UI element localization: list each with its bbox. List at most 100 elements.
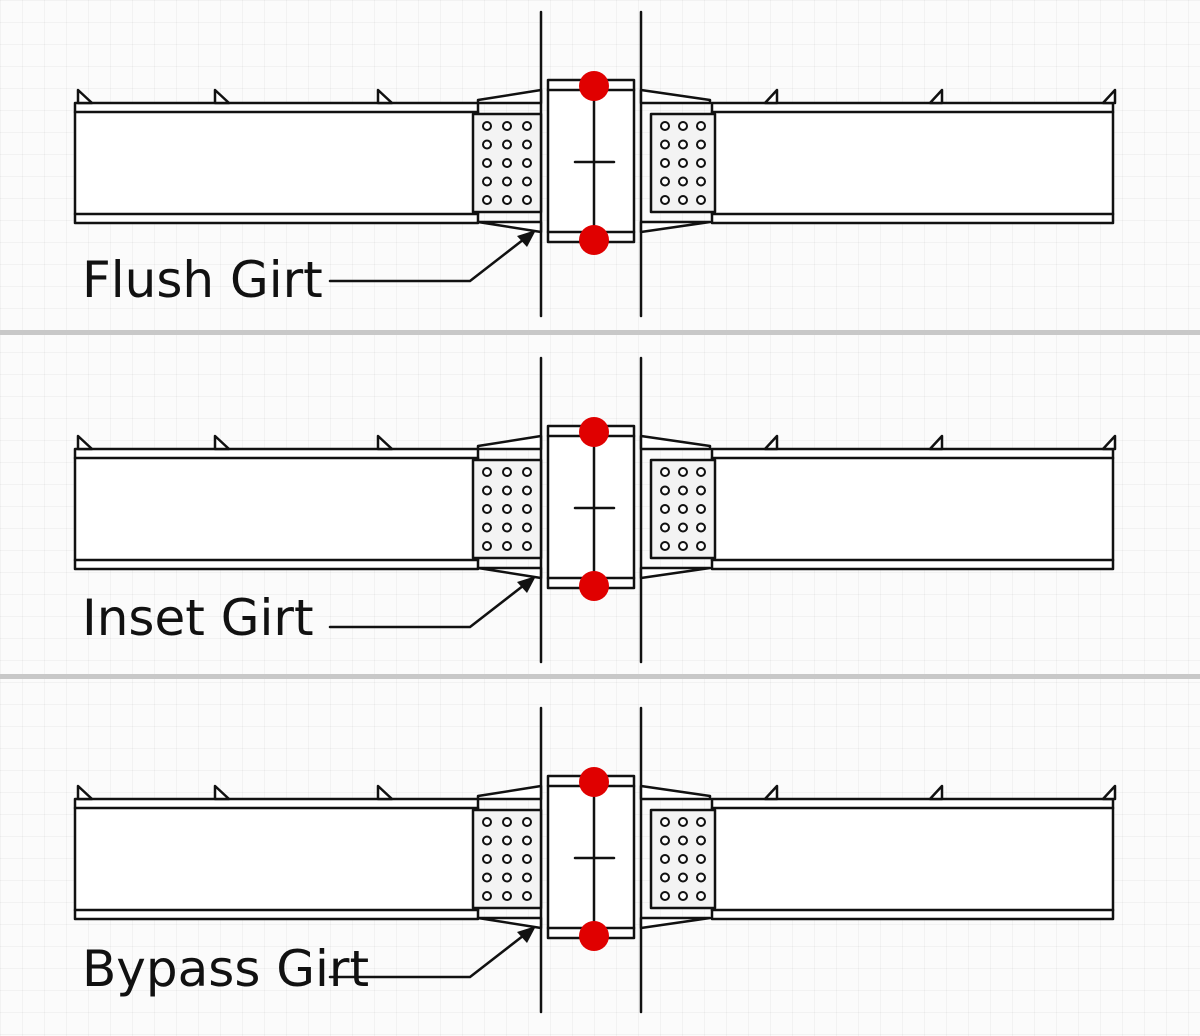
bolt-hole — [522, 485, 532, 496]
panel-divider — [0, 674, 1200, 679]
gusset-plate — [476, 784, 543, 801]
girt-right — [710, 101, 1115, 225]
purlin-clip — [76, 784, 94, 801]
panel-inset-girt: Inset Girt — [73, 356, 1117, 664]
bolt-hole — [660, 139, 670, 150]
girt-connection — [73, 706, 1117, 1014]
bolt-hole — [660, 854, 670, 864]
bolt-hole — [696, 522, 706, 533]
gusset-plate — [639, 220, 712, 234]
bolt-hole — [502, 195, 512, 205]
bolt-hole — [482, 121, 492, 131]
purlin-clip — [763, 784, 779, 801]
bolt-hole — [482, 817, 492, 827]
gusset-plate — [476, 916, 543, 930]
bolt-hole — [660, 541, 670, 551]
bolt-hole — [522, 522, 532, 533]
bolt-hole — [482, 854, 492, 864]
bolt-hole — [482, 891, 492, 901]
bolt-hole — [502, 872, 512, 883]
bolt-hole — [660, 176, 670, 187]
bolt-hole — [678, 522, 688, 533]
bolt-hole — [502, 139, 512, 150]
bolt-hole — [660, 504, 670, 514]
bolt-hole — [522, 158, 532, 168]
bolt-hole — [522, 139, 532, 150]
bolt-hole — [502, 485, 512, 496]
bolt-hole — [678, 176, 688, 187]
bolt-hole — [502, 467, 512, 477]
bolt-hole — [678, 485, 688, 496]
panel-bypass-girt: Bypass Girt — [73, 706, 1117, 1014]
girt-left — [73, 101, 480, 225]
gusset-plate — [639, 784, 712, 801]
red-marker — [579, 71, 609, 101]
girt-connection — [73, 356, 1117, 664]
bolt-hole — [522, 891, 532, 901]
bolt-hole — [482, 835, 492, 846]
bolt-hole — [678, 504, 688, 514]
bolt-hole — [660, 522, 670, 533]
leader-line — [328, 234, 530, 283]
bolt-hole — [502, 504, 512, 514]
bolt-hole — [660, 872, 670, 883]
bolt-hole — [696, 504, 706, 514]
bolt-hole — [522, 504, 532, 514]
red-marker — [579, 571, 609, 601]
bolt-hole — [696, 854, 706, 864]
purlin-clip — [1101, 88, 1117, 105]
gusset-plate — [639, 88, 712, 105]
panel-divider — [0, 330, 1200, 335]
bolt-hole — [482, 522, 492, 533]
bolt-hole — [696, 835, 706, 846]
bolt-hole — [660, 891, 670, 901]
bolt-hole — [678, 854, 688, 864]
gusset-plate — [476, 220, 543, 234]
gusset-plate — [476, 434, 543, 451]
bolt-hole — [482, 176, 492, 187]
bolt-hole — [482, 872, 492, 883]
bolt-hole — [502, 158, 512, 168]
gusset-plate — [476, 88, 543, 105]
bolt-hole — [678, 467, 688, 477]
bolt-hole — [482, 195, 492, 205]
bolt-hole — [502, 891, 512, 901]
bolt-hole — [696, 467, 706, 477]
purlin-clip — [376, 784, 394, 801]
purlin-clip — [763, 434, 779, 451]
bolt-hole — [678, 872, 688, 883]
purlin-clip — [763, 88, 779, 105]
bolt-hole — [660, 121, 670, 131]
panel-label: Inset Girt — [82, 589, 314, 647]
bolt-hole — [502, 176, 512, 187]
bolt-hole — [660, 485, 670, 496]
panel-label: Flush Girt — [82, 251, 323, 309]
bolt-hole — [482, 158, 492, 168]
red-marker — [579, 921, 609, 951]
bolt-hole — [660, 467, 670, 477]
purlin-clip — [928, 88, 944, 105]
purlin-clip — [928, 784, 944, 801]
panel-flush-girt: Flush Girt — [73, 10, 1117, 318]
girt-left — [73, 797, 480, 921]
gusset-plate — [639, 434, 712, 451]
girt-right — [710, 797, 1115, 921]
bolt-hole — [502, 835, 512, 846]
bolt-hole — [660, 195, 670, 205]
bolt-hole — [522, 195, 532, 205]
bolt-hole — [660, 835, 670, 846]
bolt-hole — [696, 195, 706, 205]
bolt-hole — [482, 504, 492, 514]
purlin-clip — [213, 434, 231, 451]
gusset-plate — [639, 566, 712, 580]
purlin-clip — [928, 434, 944, 451]
bolt-hole — [678, 817, 688, 827]
bolt-hole — [678, 121, 688, 131]
leader-arrowhead — [517, 230, 536, 247]
red-marker — [579, 225, 609, 255]
leader-arrowhead — [517, 576, 536, 593]
bolt-hole — [660, 817, 670, 827]
bolt-hole — [482, 467, 492, 477]
